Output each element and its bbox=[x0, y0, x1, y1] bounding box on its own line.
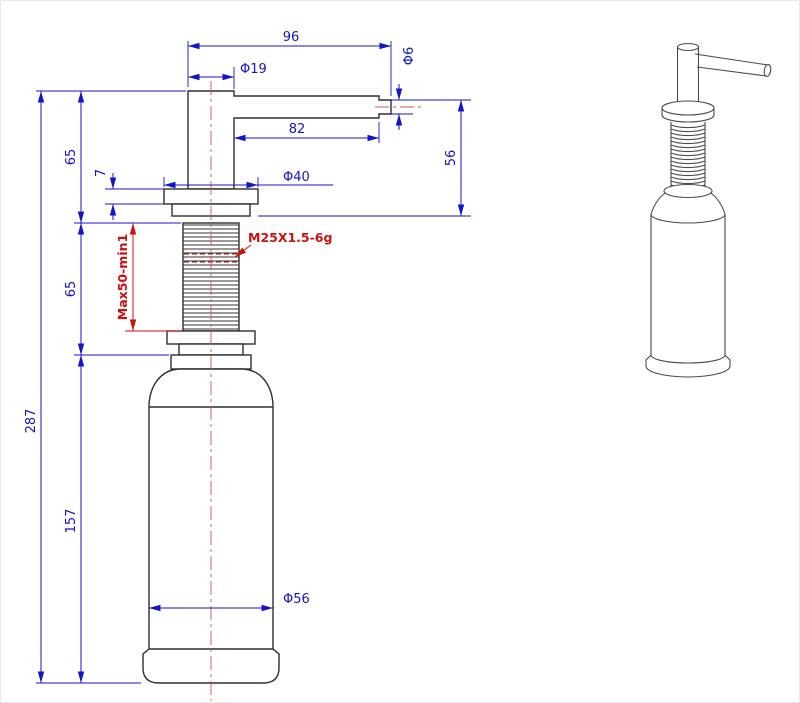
neck-collar bbox=[663, 183, 713, 199]
spout-top-edge bbox=[694, 53, 769, 66]
dim-label-thread-travel: Max50-min1 bbox=[115, 234, 130, 320]
spout-tip bbox=[763, 64, 772, 77]
dimensions-blue: 96 Φ19 Φ6 82 56 65 7 bbox=[24, 30, 465, 683]
dim-pump-head-height: 65 bbox=[64, 91, 85, 223]
thread-spec-callout: M25X1.5-6g bbox=[234, 230, 332, 258]
dim-spout-tip-diameter: Φ6 bbox=[395, 47, 417, 130]
dim-bottle-height: 157 bbox=[64, 355, 85, 683]
flange-top bbox=[661, 100, 715, 116]
dim-label-flange-diameter: Φ40 bbox=[283, 170, 310, 185]
dim-total-height: 287 bbox=[24, 91, 45, 683]
annotations-red: Max50-min1 M25X1.5-6g bbox=[115, 223, 332, 332]
dim-thread-section-height: 65 bbox=[64, 223, 85, 355]
base-flare-right bbox=[724, 354, 731, 366]
dim-label-total-height: 287 bbox=[24, 409, 39, 434]
dim-spout-length: 82 bbox=[234, 122, 379, 142]
dim-label-pump-head-height: 65 bbox=[64, 149, 79, 166]
shoulder-left bbox=[650, 192, 666, 215]
dim-label-spout-tip-diameter: Φ6 bbox=[402, 47, 417, 66]
dim-label-thread-section-height: 65 bbox=[64, 281, 79, 298]
dispenser-perspective-view bbox=[645, 42, 772, 378]
dim-label-flange-thickness: 7 bbox=[94, 169, 109, 177]
spout-bottom-edge bbox=[696, 66, 767, 77]
dim-flange-diameter: Φ40 bbox=[164, 170, 333, 189]
dim-label-total-width: 96 bbox=[283, 30, 300, 45]
dim-bottle-diameter: Φ56 bbox=[149, 592, 310, 612]
dim-shaft-diameter: Φ19 bbox=[188, 62, 267, 81]
flange-bottom bbox=[661, 114, 715, 123]
perspective-thread bbox=[670, 122, 706, 189]
dim-head-to-flange: 56 bbox=[444, 100, 465, 216]
dim-label-bottle-height: 157 bbox=[64, 509, 79, 534]
dim-label-spout-length: 82 bbox=[289, 122, 306, 137]
dim-thread-travel: Max50-min1 bbox=[115, 223, 181, 332]
shoulder-right bbox=[710, 192, 726, 215]
dispenser-front-view bbox=[142, 90, 392, 684]
body-top-arc bbox=[650, 213, 726, 224]
base-bottom-arc bbox=[645, 365, 731, 378]
dim-flange-thickness: 7 bbox=[94, 169, 117, 220]
thread-spec-label: M25X1.5-6g bbox=[248, 230, 332, 245]
pump-cap bbox=[676, 42, 700, 52]
base-inner-arc bbox=[650, 354, 726, 364]
dim-total-width: 96 bbox=[188, 30, 391, 50]
dim-label-shaft-diameter: Φ19 bbox=[240, 62, 267, 77]
dim-label-head-to-flange: 56 bbox=[444, 150, 459, 167]
dim-label-bottle-diameter: Φ56 bbox=[283, 592, 310, 607]
base-flare-left bbox=[645, 354, 652, 366]
